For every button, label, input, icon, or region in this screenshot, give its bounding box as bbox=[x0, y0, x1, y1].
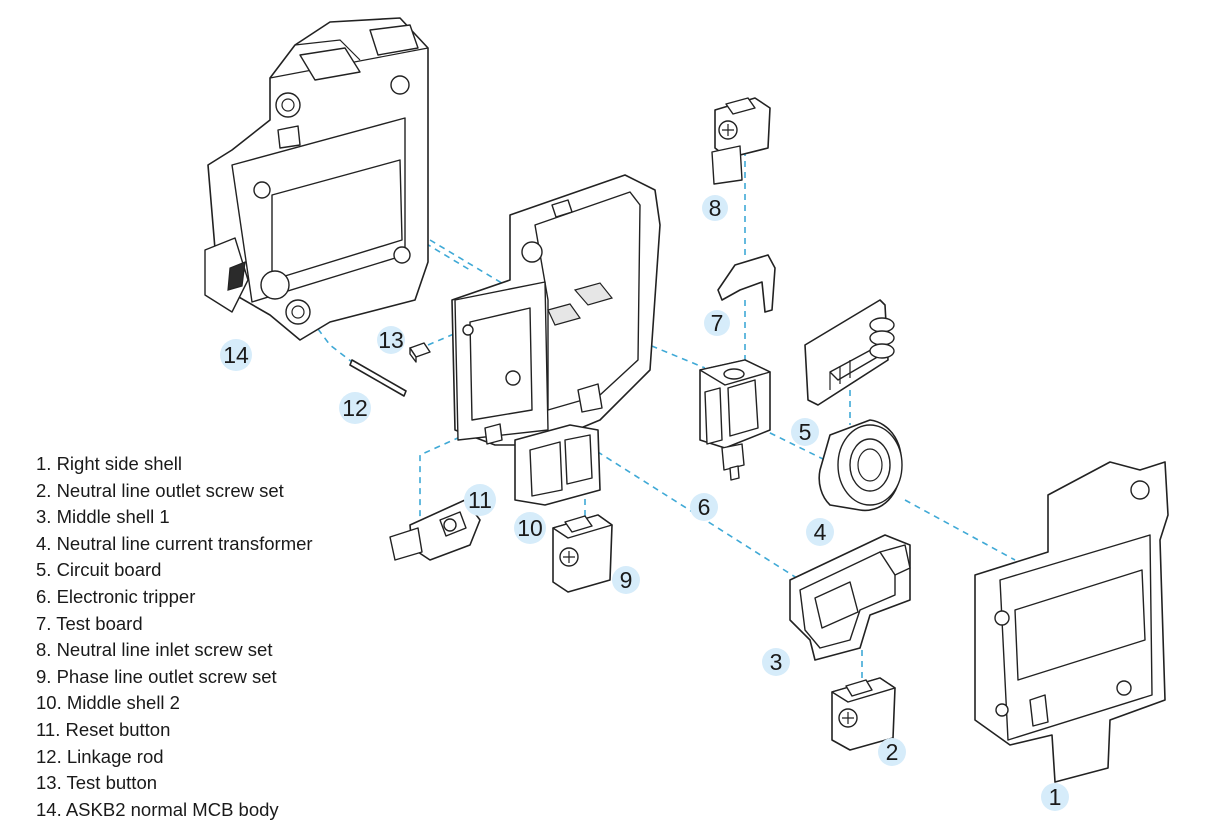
electronic-tripper-part bbox=[699, 359, 771, 481]
callout-1: 1 bbox=[1041, 783, 1069, 811]
circuit-board-part bbox=[804, 299, 895, 406]
callout-8: 8 bbox=[702, 195, 728, 221]
callout-4-label: 4 bbox=[814, 519, 827, 545]
legend-item: 10. Middle shell 2 bbox=[36, 692, 180, 714]
middle-shell-frame-part bbox=[451, 174, 661, 446]
legend-item: 14. ASKB2 normal MCB body bbox=[36, 798, 279, 820]
legend-item: 5. Circuit board bbox=[36, 559, 162, 581]
mcb-body-part bbox=[204, 17, 429, 341]
current-transformer-part bbox=[818, 419, 903, 512]
legend-item: 12. Linkage rod bbox=[36, 745, 164, 767]
legend-item: 2. Neutral line outlet screw set bbox=[36, 479, 284, 501]
callout-4: 4 bbox=[806, 518, 834, 546]
callout-3-label: 3 bbox=[770, 649, 783, 675]
neutral-inlet-screw-set-part bbox=[711, 97, 771, 185]
callout-8-label: 8 bbox=[709, 195, 722, 221]
legend-item: 13. Test button bbox=[36, 772, 158, 794]
legend-item: 7. Test board bbox=[36, 612, 143, 634]
callout-14: 14 bbox=[220, 339, 252, 371]
linkage-rod-part bbox=[349, 359, 407, 397]
callout-13: 13 bbox=[377, 326, 405, 354]
callout-10-label: 10 bbox=[517, 515, 543, 541]
callout-1-label: 1 bbox=[1049, 784, 1062, 810]
callout-13-label: 13 bbox=[378, 327, 404, 353]
callout-12-label: 12 bbox=[342, 395, 368, 421]
neutral-outlet-screw-set-part bbox=[831, 677, 896, 751]
callout-7: 7 bbox=[704, 310, 730, 336]
callout-5-label: 5 bbox=[799, 419, 812, 445]
legend-item: 9. Phase line outlet screw set bbox=[36, 665, 277, 687]
callout-11: 11 bbox=[464, 484, 496, 516]
callout-2: 2 bbox=[878, 738, 906, 766]
callout-11-label: 11 bbox=[468, 487, 492, 513]
legend-item: 1. Right side shell bbox=[36, 453, 183, 474]
parts-legend: 1. Right side shell 2. Neutral line outl… bbox=[36, 451, 313, 823]
callout-9: 9 bbox=[612, 566, 640, 594]
callout-3: 3 bbox=[762, 648, 790, 676]
legend-item: 11. Reset button bbox=[36, 718, 171, 740]
legend-item: 4. Neutral line current transformer bbox=[36, 532, 313, 554]
legend-item: 6. Electronic tripper bbox=[36, 585, 196, 607]
callout-14-label: 14 bbox=[223, 342, 249, 368]
callout-2-label: 2 bbox=[886, 739, 899, 765]
callout-6-label: 6 bbox=[698, 494, 711, 520]
middle-shell-1-part bbox=[789, 534, 911, 661]
legend-item: 3. Middle shell 1 bbox=[36, 506, 170, 528]
callout-9-label: 9 bbox=[620, 567, 633, 593]
callout-12: 12 bbox=[339, 392, 371, 424]
callout-5: 5 bbox=[791, 418, 819, 446]
test-board-part bbox=[717, 254, 776, 313]
callout-7-label: 7 bbox=[711, 310, 724, 336]
right-side-shell-part bbox=[974, 461, 1169, 783]
callout-6: 6 bbox=[690, 493, 718, 521]
legend-item: 8. Neutral line inlet screw set bbox=[36, 639, 273, 661]
test-button-part bbox=[409, 342, 431, 363]
reset-button-part bbox=[389, 499, 481, 561]
middle-shell-2-part bbox=[514, 424, 601, 506]
phase-screw-set-part bbox=[552, 514, 613, 593]
callout-10: 10 bbox=[514, 512, 546, 544]
